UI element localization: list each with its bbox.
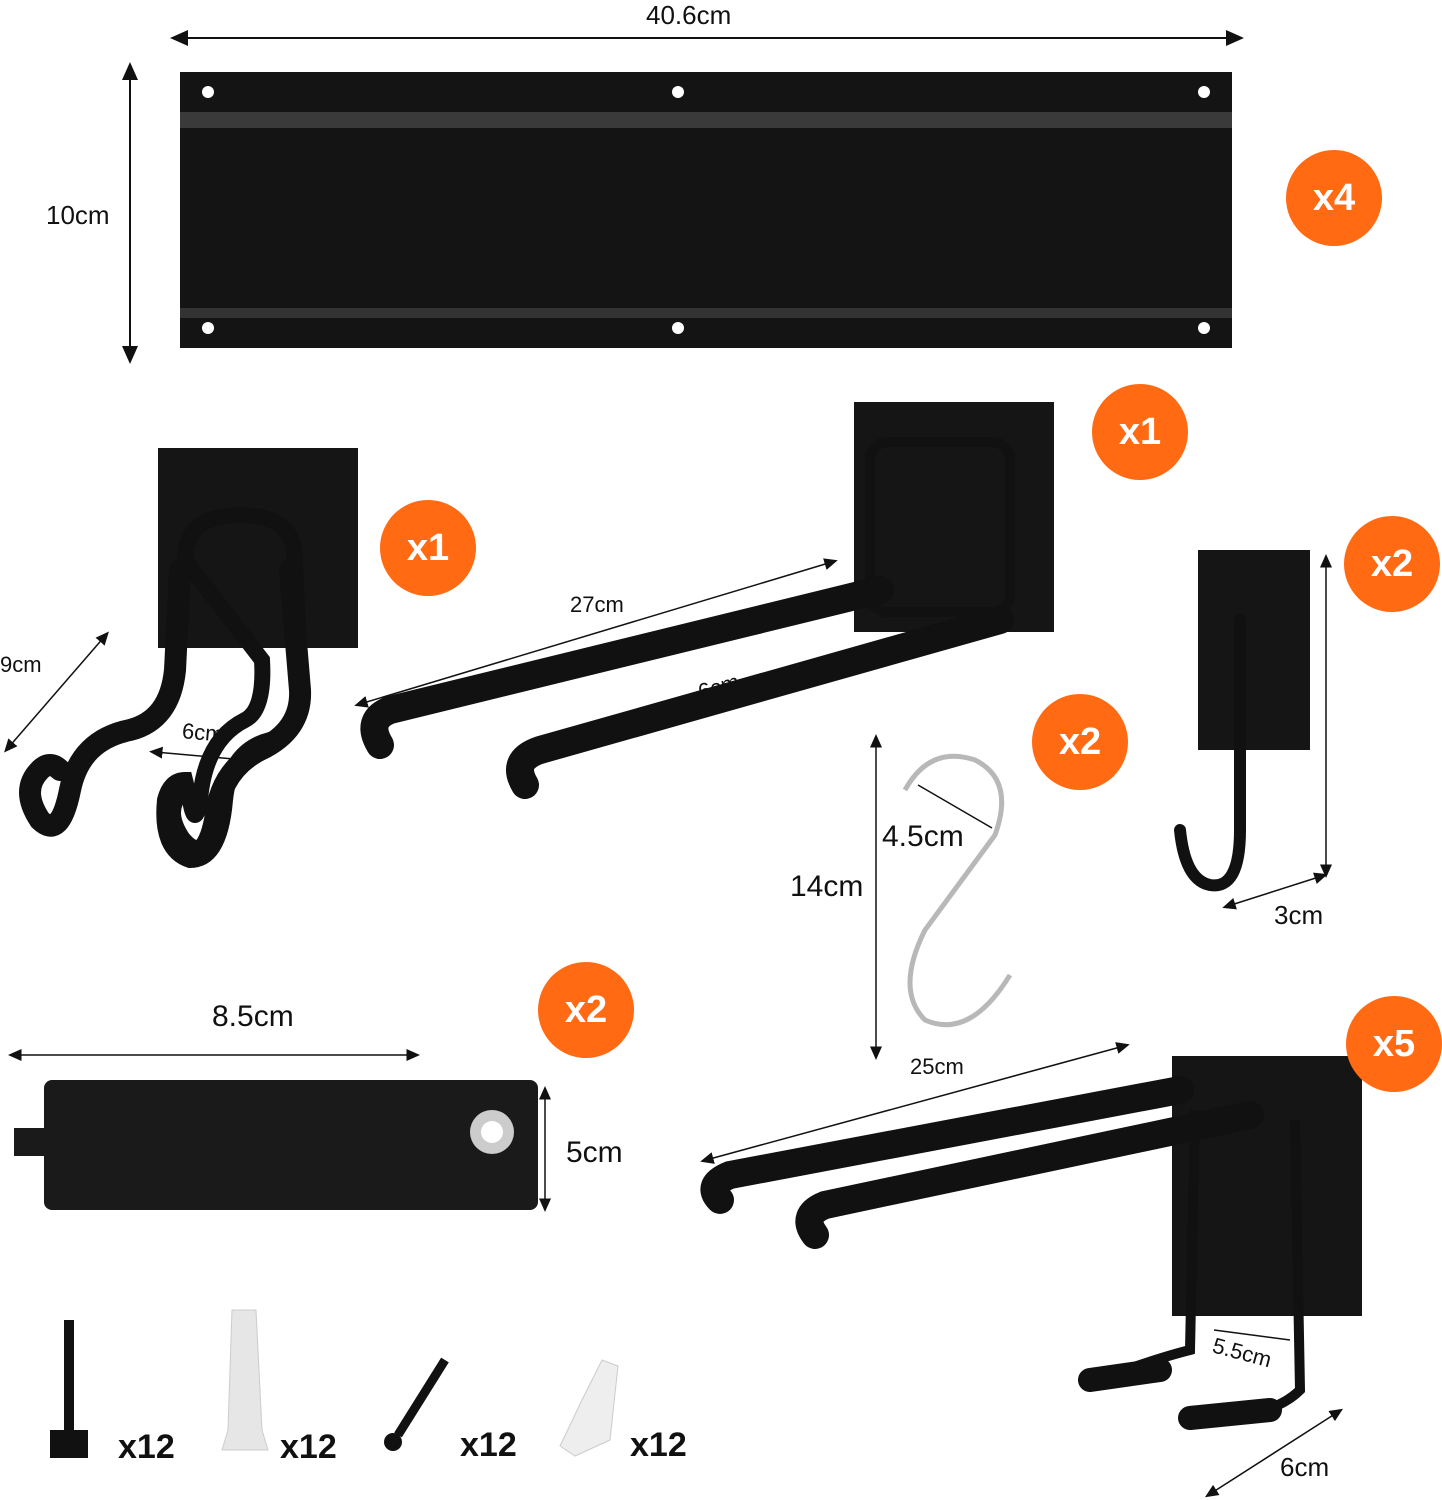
hardware-screw bbox=[50, 1320, 88, 1458]
j-hook-qty-badge: x1 bbox=[380, 500, 476, 596]
single-hook-qty-badge: x2 bbox=[1344, 516, 1440, 612]
strap-length-label: 8.5cm bbox=[212, 1000, 294, 1033]
hardware-small-screw bbox=[384, 1357, 449, 1451]
double-hook-qty-badge: x5 bbox=[1346, 996, 1442, 1092]
small-anchor-qty: x12 bbox=[630, 1426, 687, 1464]
single-hook-size-label: 3cm bbox=[1274, 900, 1324, 930]
rail-height-label: 10cm bbox=[46, 200, 110, 230]
rail-panel bbox=[122, 30, 1244, 364]
hardware-small-anchor bbox=[559, 1359, 619, 1457]
s-hook-qty-badge: x2 bbox=[1032, 694, 1128, 790]
s-hook-height-label: 14cm bbox=[790, 870, 864, 903]
long-hook-length-label: 27cm bbox=[570, 592, 624, 617]
small-screw-qty: x12 bbox=[460, 1426, 517, 1464]
velcro-strap bbox=[7, 1049, 551, 1212]
long-double-hook bbox=[354, 402, 1054, 799]
double-hook-depth-label: 6cm bbox=[1280, 1452, 1330, 1482]
screw-qty: x12 bbox=[118, 1428, 175, 1466]
double-hook-length-label: 25cm bbox=[910, 1054, 964, 1079]
strap-width-label: 5cm bbox=[566, 1136, 623, 1169]
hardware-anchor bbox=[221, 1309, 269, 1451]
single-hook bbox=[1174, 550, 1332, 910]
j-hook-depth-label: 9cm bbox=[0, 652, 42, 677]
rail-width-label: 40.6cm bbox=[646, 0, 732, 30]
j-hook bbox=[4, 448, 358, 869]
strap-qty-badge: x2 bbox=[538, 962, 634, 1058]
s-hook-width-label: 4.5cm bbox=[882, 820, 964, 853]
double-utility-hook bbox=[700, 1042, 1362, 1498]
long-hook-qty-badge: x1 bbox=[1092, 384, 1188, 480]
j-hook-gap-label: 6cm bbox=[181, 718, 225, 747]
anchor-qty: x12 bbox=[280, 1428, 337, 1466]
rail-qty-badge: x4 bbox=[1286, 150, 1382, 246]
s-hook bbox=[870, 734, 1013, 1060]
